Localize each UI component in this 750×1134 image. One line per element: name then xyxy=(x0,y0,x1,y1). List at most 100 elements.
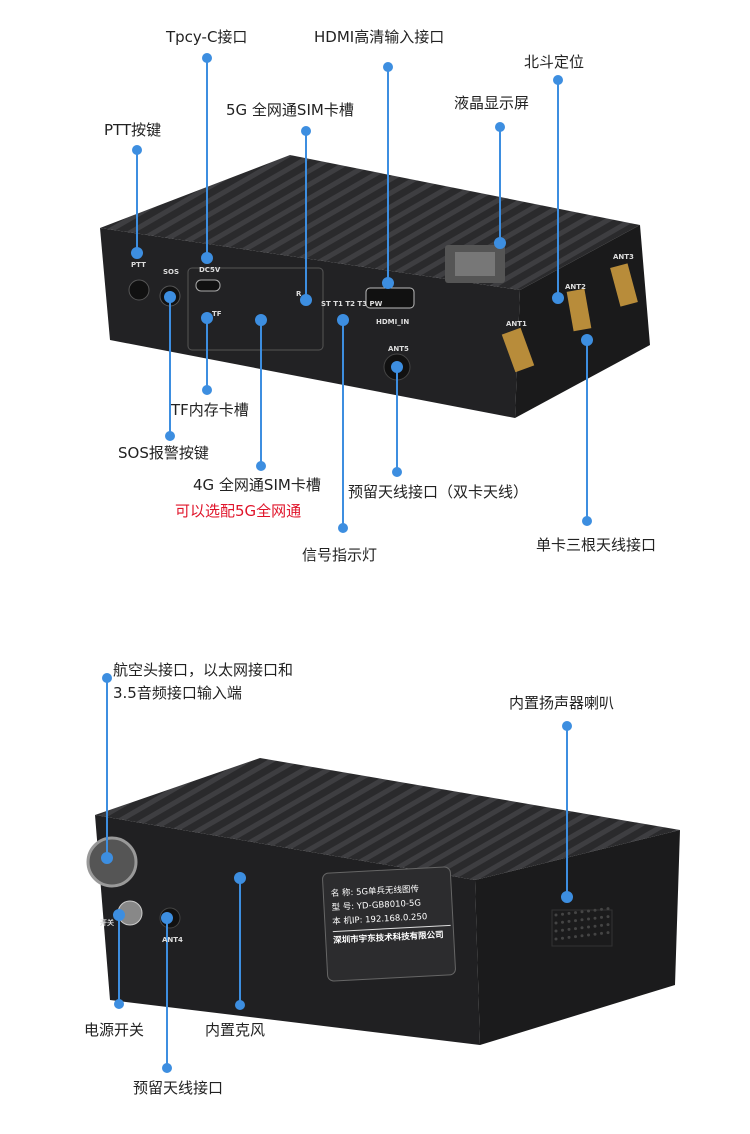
speaker-hole xyxy=(606,915,610,919)
label-sim4g: 4G 全网通SIM卡槽 xyxy=(193,476,321,494)
label-mic: 内置克风 xyxy=(205,1021,266,1039)
label-typec: Tpcy-C接口 xyxy=(166,28,248,46)
speaker-hole xyxy=(593,932,597,936)
port-mark-ptt: PTT xyxy=(131,261,146,269)
label-power: 电源开关 xyxy=(84,1021,145,1039)
label-hdmi: HDMI高清输入接口 xyxy=(314,28,445,46)
label-ant3: 单卡三根天线接口 xyxy=(536,536,657,554)
callout-line-hdmi xyxy=(382,62,394,289)
label-sos: SOS报警按键 xyxy=(118,444,209,462)
label-led: 信号指示灯 xyxy=(302,546,378,564)
callout-line-sim4g xyxy=(255,314,267,471)
speaker-hole xyxy=(554,929,558,933)
speaker-hole xyxy=(567,919,571,923)
antenna-ant1 xyxy=(501,327,535,373)
speaker-hole xyxy=(554,913,558,917)
speaker-hole xyxy=(561,928,564,932)
speaker-hole xyxy=(554,937,558,941)
nameplate-text: 名 称: 5G单兵无线图传 型 号: YD-GB8010-5G 本 机IP: 1… xyxy=(330,881,452,949)
callout-line-aviation xyxy=(101,673,113,864)
callout-line-sos xyxy=(164,291,176,441)
callout-line-ant4 xyxy=(161,912,173,1073)
speaker-hole xyxy=(574,935,577,939)
speaker-hole xyxy=(580,934,584,938)
speaker-hole xyxy=(600,907,603,911)
callout-line-typec xyxy=(201,53,213,264)
speaker-hole xyxy=(606,907,610,911)
typec-port xyxy=(195,279,221,292)
speaker-hole xyxy=(580,918,584,922)
callout-line-ptt xyxy=(131,145,143,259)
antenna-ant2 xyxy=(566,288,592,332)
label-speaker: 内置扬声器喇叭 xyxy=(509,694,615,712)
speaker-hole xyxy=(593,908,597,912)
port-mark-ant5: ANT5 xyxy=(388,345,409,353)
speaker-hole xyxy=(561,912,564,916)
speaker-hole xyxy=(567,927,571,931)
label-lcd: 液晶显示屏 xyxy=(454,94,530,112)
speaker-hole xyxy=(554,921,558,925)
port-mark-ant4: ANT4 xyxy=(162,936,183,944)
speaker-hole xyxy=(561,936,564,940)
label-ptt: PTT按键 xyxy=(104,121,162,139)
speaker-hole xyxy=(574,911,577,915)
speaker-hole xyxy=(587,933,590,937)
antenna-ant3 xyxy=(610,263,638,307)
speaker-grille xyxy=(551,907,613,947)
speaker-hole xyxy=(574,927,577,931)
port-mark-dc5v: DC5V xyxy=(199,266,221,274)
speaker-hole xyxy=(587,909,590,913)
speaker-hole xyxy=(587,917,590,921)
speaker-hole xyxy=(574,919,577,923)
port-mark-ant3: ANT3 xyxy=(613,253,634,261)
speaker-hole xyxy=(600,923,603,927)
speaker-hole xyxy=(580,926,584,930)
callout-line-power xyxy=(113,909,125,1009)
speaker-hole xyxy=(606,931,610,935)
callout-line-led xyxy=(337,314,349,533)
speaker-hole xyxy=(600,915,603,919)
side-panel-bottom xyxy=(475,830,680,1045)
callout-line-mic xyxy=(234,872,246,1010)
port-mark-ant1: ANT1 xyxy=(506,320,527,328)
callout-line-speaker xyxy=(561,721,573,903)
speaker-hole xyxy=(580,910,584,914)
speaker-hole xyxy=(600,931,603,935)
device-bottom xyxy=(86,758,680,1045)
speaker-hole xyxy=(567,935,571,939)
speaker-hole xyxy=(561,920,564,924)
heatsink-bottom xyxy=(95,758,680,880)
aviation-connector xyxy=(86,836,138,888)
callout-line-ant3 xyxy=(581,334,593,526)
port-mark-leds: ST T1 T2 T3 PW xyxy=(321,300,383,308)
port-mark-tf: TF xyxy=(212,310,222,318)
label-ant5: 预留天线接口（双卡天线） xyxy=(348,483,529,501)
callout-line-lcd xyxy=(494,122,506,249)
label-sim5g: 5G 全网通SIM卡槽 xyxy=(226,101,354,119)
front-panel xyxy=(100,228,520,418)
port-mark-ant2: ANT2 xyxy=(565,283,586,291)
port-mark-hdmi: HDMI_IN xyxy=(376,318,410,326)
label-sim4g-note: 可以选配5G全网通 xyxy=(175,502,302,520)
label-ant4: 预留天线接口 xyxy=(133,1079,224,1097)
label-aviation-2: 3.5音频接口输入端 xyxy=(113,684,242,702)
nameplate xyxy=(322,866,456,982)
port-mark-power: 开关 xyxy=(100,919,114,927)
label-aviation: 航空头接口，以太网接口和 xyxy=(113,661,294,679)
speaker-hole xyxy=(587,925,590,929)
speaker-hole xyxy=(606,923,610,927)
speaker-hole xyxy=(593,924,597,928)
callout-line-beidou xyxy=(552,75,564,304)
callout-line-tf xyxy=(201,312,213,395)
port-mark-sos: SOS xyxy=(163,268,180,276)
port-mark-r: R xyxy=(296,290,302,298)
ptt-button xyxy=(128,279,150,301)
callout-line-sim5g xyxy=(300,126,312,306)
speaker-hole xyxy=(567,911,571,915)
label-tf: TF内存卡槽 xyxy=(171,401,249,419)
label-beidou: 北斗定位 xyxy=(524,53,585,71)
card-slot-bay xyxy=(187,267,324,351)
callout-line-ant5 xyxy=(391,361,403,477)
